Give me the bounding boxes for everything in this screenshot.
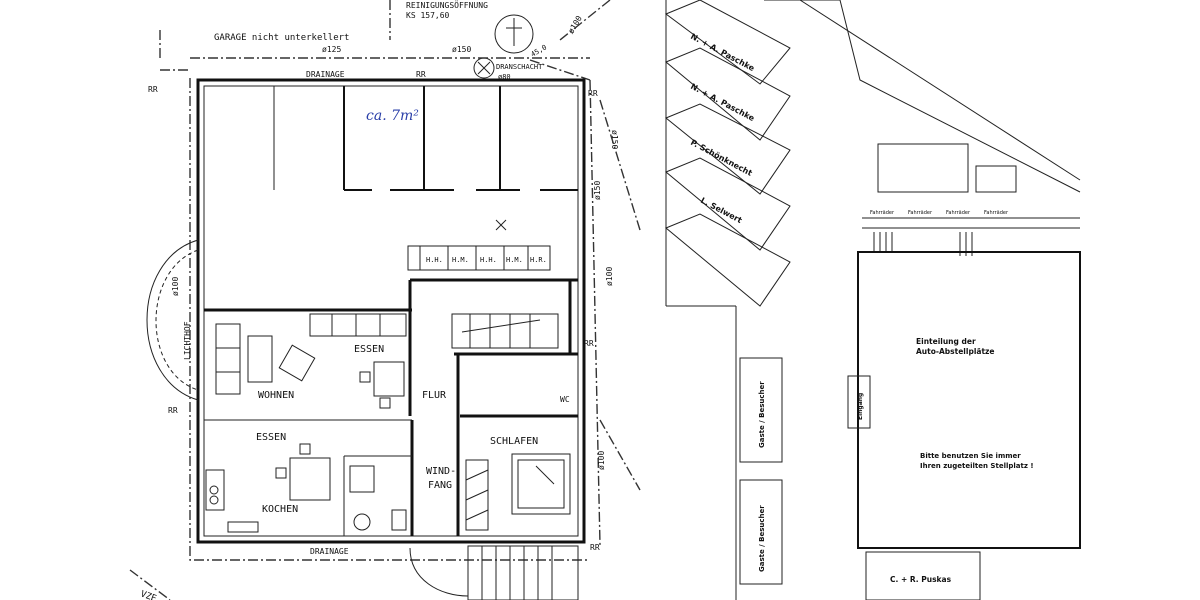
info-title-2: Auto-Abstellplätze — [916, 347, 994, 356]
room-wohnen: WOHNEN — [258, 390, 294, 401]
slot-label-1: N. + A. Paschke — [689, 32, 756, 74]
pipe-150-right-a-label: ø150 — [610, 130, 619, 149]
guest-slot-2 — [739, 479, 783, 585]
pipe-100-left-label: ø100 — [171, 277, 180, 296]
slot-label-2: N. + A. Paschke — [689, 82, 756, 124]
guest-label-2: Gaste / Besucher — [758, 505, 766, 572]
pipe-150-right-b-label: ø150 — [593, 181, 602, 200]
bath-fixtures — [349, 459, 489, 531]
entrance-label: Eingang — [857, 393, 864, 420]
parking-plan: N. + A. Paschke N. + A. Paschke P. Schön… — [664, 0, 1081, 600]
cabinet-label-1: H.H. — [426, 256, 443, 264]
rr-mid-right-label: RR — [584, 339, 594, 348]
bike-label-2: Fahrräder — [908, 210, 933, 216]
pipe-100-right-a-label: ø100 — [605, 267, 614, 286]
drainage-line — [189, 78, 590, 561]
notice-line-1: Bitte benutzen Sie immer — [920, 452, 1021, 460]
vze-label: VZE — [139, 589, 158, 600]
lichthof-label: LICHTHOF — [183, 321, 192, 360]
bike-label-4: Fahrräder — [984, 210, 1009, 216]
slot-label-4: L. Selwert — [699, 196, 743, 225]
angled-parking-slots — [664, 0, 791, 307]
guest-slot-1 — [739, 357, 783, 463]
house-floor-plan: GARAGE nicht unterkellert REINIGUNGSÖFFN… — [129, 0, 641, 600]
rr-bottom-right-label: RR — [590, 543, 600, 552]
guest-label-1: Gaste / Besucher — [758, 381, 766, 448]
cabinet-label-5: H.R. — [530, 256, 547, 264]
entrance-box — [847, 375, 871, 429]
cabinet-label-3: H.H. — [480, 256, 497, 264]
garage-label: GARAGE nicht unterkellert — [214, 33, 349, 43]
inner-staircase — [451, 313, 559, 349]
rr-left-mid-label: RR — [168, 406, 178, 415]
room-wc: WC — [560, 395, 570, 404]
apartment-block — [857, 251, 1081, 549]
drain-shaft-label: DRANSCHACHT — [496, 63, 543, 71]
room-kochen: KOCHEN — [262, 504, 298, 515]
pipe-125-label: ø125 — [322, 45, 341, 54]
cabinet-row: H.H. H.M. H.H. H.M. H.R. — [407, 245, 551, 271]
cleaning-opening-label: REINIGUNGSÖFFNUNG — [406, 0, 488, 10]
living-furniture — [215, 313, 407, 409]
rr-right-top-label: RR — [588, 89, 598, 98]
drainage-top-label: DRAINAGE — [306, 70, 345, 79]
pipe-100-right-b-label: ø100 — [597, 451, 606, 470]
room-windfang-1: WIND- — [426, 466, 456, 477]
entry-stairs — [409, 545, 579, 600]
bottom-slot — [865, 551, 981, 600]
drainage-bottom-label: DRAINAGE — [310, 547, 349, 556]
pipe-150-top-label: ø150 — [452, 45, 471, 54]
notice-line-2: Ihren zugeteilten Stellplatz ! — [920, 462, 1034, 470]
cabinet-label-4: H.M. — [506, 256, 523, 264]
kitchen-furniture — [205, 443, 331, 533]
building-outline — [196, 78, 586, 544]
cleaning-shaft-circle — [494, 14, 534, 54]
rr-left-top-label: RR — [148, 85, 158, 94]
rr-top-label: RR — [416, 70, 426, 79]
room-schlafen: SCHLAFEN — [490, 436, 538, 447]
cabinet-label-2: H.M. — [452, 256, 469, 264]
pipe-100-top-label: ø100 — [566, 14, 584, 35]
bike-label-3: Fahrräder — [946, 210, 971, 216]
shaft-size-label: ø80 — [498, 73, 511, 81]
area-handwritten-note: ca. 7m² — [366, 108, 419, 124]
shaft-dim-label: 45,0 — [530, 43, 549, 58]
room-windfang-2: FANG — [428, 480, 452, 491]
room-essen-bottom: ESSEN — [256, 432, 286, 443]
bottom-slot-label: C. + R. Puskas — [890, 575, 952, 584]
bike-label-1: Fahrräder — [870, 210, 895, 216]
info-title-1: Einteilung der — [916, 337, 976, 346]
bed — [511, 453, 571, 515]
slot-label-3: P. Schönknecht — [689, 138, 754, 178]
room-flur: FLUR — [422, 390, 447, 401]
room-essen-top: ESSEN — [354, 344, 384, 355]
lichthof-arc — [146, 239, 199, 401]
ks-level-label: KS 157,60 — [406, 11, 450, 20]
bike-rack: Fahrräder Fahrräder Fahrräder Fahrräder — [862, 210, 1080, 256]
